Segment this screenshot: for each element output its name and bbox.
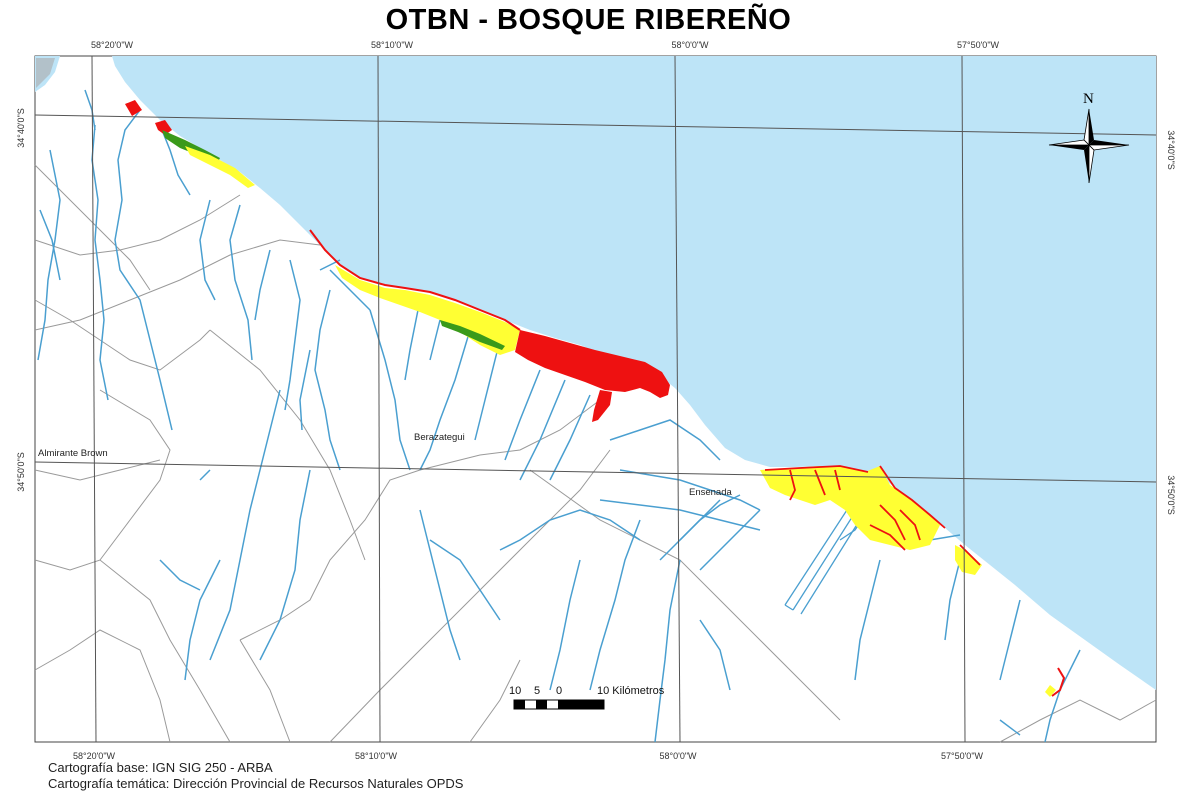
lat-label-right: 34°40'0"S <box>1166 130 1176 170</box>
forest-patches <box>125 100 1066 697</box>
forest-yellow-patch <box>1045 685 1056 697</box>
lon-label-bottom: 58°20'0"W <box>73 751 116 761</box>
lon-label-top: 57°50'0"W <box>957 40 1000 50</box>
graticule-labels: 58°20'0"W 58°10'0"W 58°0'0"W 57°50'0"W 58°20… <box>16 40 1176 761</box>
lon-label-bottom: 58°10'0"W <box>355 751 398 761</box>
forest-red-patch <box>592 390 612 422</box>
scale-label-10: 10 <box>509 685 521 697</box>
forest-yellow-patch <box>760 466 940 550</box>
lon-label-top: 58°20'0"W <box>91 40 134 50</box>
lat-label-right: 34°50'0"S <box>1166 475 1176 515</box>
forest-red-patch <box>515 330 670 398</box>
forest-red-patch <box>1051 667 1066 697</box>
credit-base: Cartografía base: IGN SIG 250 - ARBA <box>48 760 273 775</box>
streams <box>37 89 1081 743</box>
credit-thematic: Cartografía temática: Dirección Provinci… <box>48 776 464 791</box>
lon-label-bottom: 58°0'0"W <box>659 751 697 761</box>
forest-red-patch <box>125 100 142 116</box>
lon-label-bottom: 57°50'0"W <box>941 751 984 761</box>
scale-label-km: 10 Kilómetros <box>597 685 665 697</box>
map-title: OTBN - BOSQUE RIBEREÑO <box>385 4 792 36</box>
lon-label-top: 58°10'0"W <box>371 40 414 50</box>
forest-red-network <box>764 465 981 566</box>
forest-yellow-patch <box>955 545 982 575</box>
scale-bar: 10 5 0 10 Kilómetros <box>509 685 665 710</box>
river-plate-water <box>112 56 1156 690</box>
lat-label-left: 34°50'0"S <box>16 452 26 492</box>
credits: Cartografía base: IGN SIG 250 - ARBA Car… <box>48 760 463 792</box>
scale-label-5: 5 <box>534 685 540 697</box>
north-arrow: N <box>1048 91 1130 184</box>
graticule <box>34 55 1157 743</box>
forest-red-patch <box>155 120 172 135</box>
lon-label-top: 58°0'0"W <box>671 40 709 50</box>
place-berazategui: Berazategui <box>414 432 465 443</box>
place-ensenada: Ensenada <box>689 487 733 498</box>
forest-red-fringe <box>309 229 521 331</box>
scale-label-0: 0 <box>556 685 562 697</box>
lat-label-left: 34°40'0"S <box>16 108 26 148</box>
land-corner <box>36 58 55 88</box>
place-almirante-brown: Almirante Brown <box>38 448 108 459</box>
north-label: N <box>1083 91 1094 107</box>
forest-yellow-patch <box>185 146 255 188</box>
forest-green-patch <box>440 320 505 350</box>
